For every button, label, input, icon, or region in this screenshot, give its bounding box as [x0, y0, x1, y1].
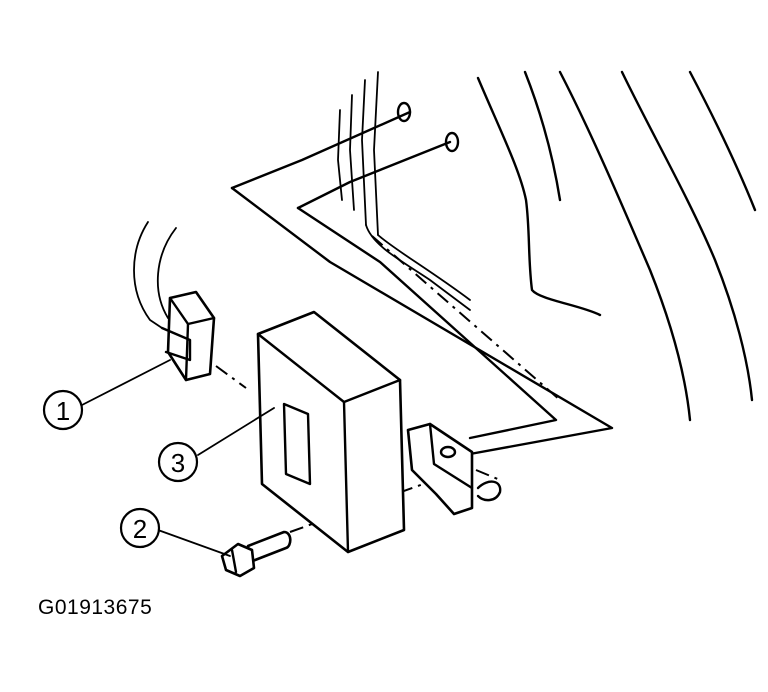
- mounting-bracket: [230, 101, 614, 456]
- control-module-part-3: [256, 310, 406, 554]
- bracket-tab: [406, 422, 502, 516]
- leader-2: [157, 529, 231, 557]
- wiring-harness: [337, 71, 471, 311]
- stud-hole-lower: [444, 131, 460, 153]
- stud-hole-upper: [396, 101, 412, 123]
- figure-code: G01913675: [38, 596, 153, 619]
- leader-3: [197, 407, 275, 456]
- callout-leaders: [81, 359, 275, 557]
- callout-1: 1: [42, 389, 84, 431]
- callout-2-label: 2: [133, 514, 147, 544]
- callout-1-label: 1: [56, 396, 70, 426]
- module-label-window: [282, 402, 312, 486]
- callout-3-label: 3: [171, 448, 185, 478]
- callout-3: 3: [157, 441, 199, 483]
- body-panel-curves: [476, 70, 757, 422]
- callout-2: 2: [119, 507, 161, 549]
- leader-1: [81, 359, 171, 406]
- connector-part-1: [133, 221, 216, 382]
- bolt-part-2: [220, 530, 292, 578]
